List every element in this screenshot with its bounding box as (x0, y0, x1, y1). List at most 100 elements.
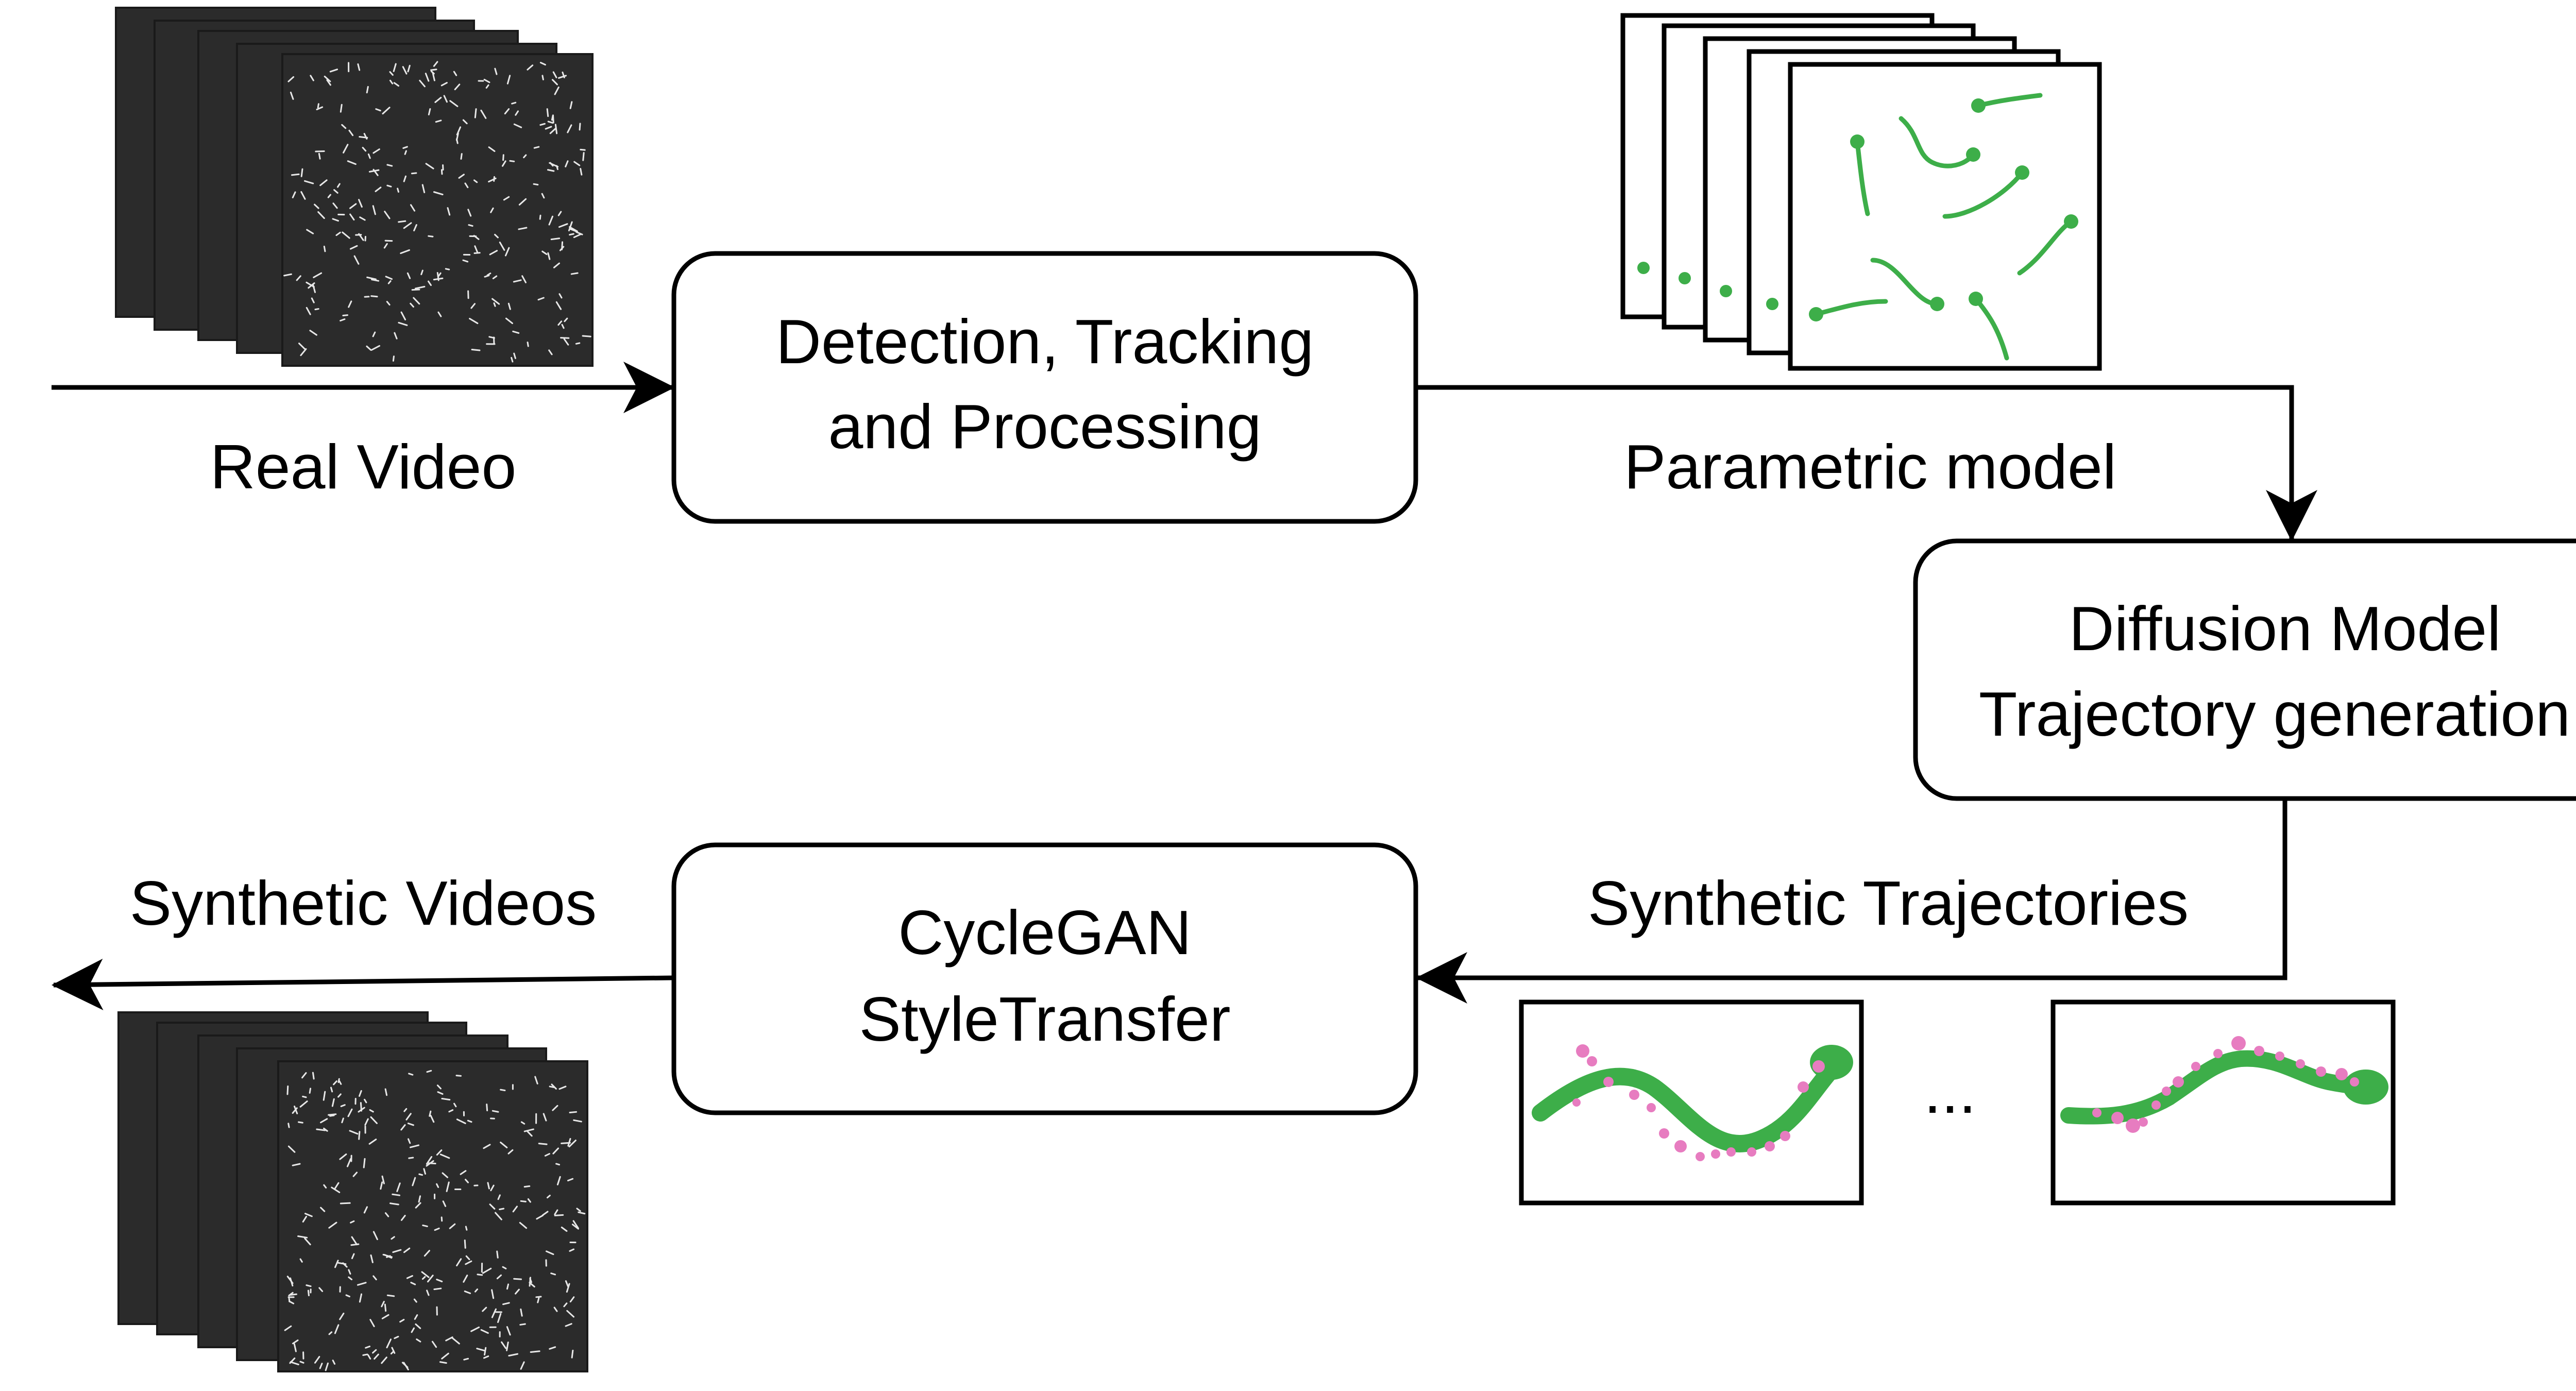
speckle (291, 173, 300, 176)
speckle (392, 1193, 401, 1196)
speckle (337, 1093, 342, 1098)
speckle (571, 1349, 574, 1359)
speckle (497, 1313, 502, 1323)
speckle (547, 169, 555, 172)
speckle (363, 1206, 368, 1214)
speckle (335, 231, 341, 236)
speckle (490, 207, 494, 213)
real-video-speckles (283, 61, 591, 363)
speckle (536, 1214, 544, 1220)
speckle (347, 160, 357, 165)
speckle (403, 1247, 411, 1253)
diffusion-model-box: Diffusion Model Trajectory generation (1913, 538, 2576, 801)
speckle (504, 108, 510, 115)
speckle (580, 167, 583, 176)
speckle (436, 1279, 443, 1282)
speckle (300, 168, 303, 177)
speckle (506, 1283, 510, 1290)
speckle (523, 1128, 534, 1132)
speckle (576, 1208, 581, 1212)
cyclegan-box-line2: StyleTransfer (859, 984, 1231, 1054)
speckle (490, 1184, 495, 1192)
speckle (436, 1149, 443, 1156)
speckle (567, 1178, 574, 1182)
speckle (549, 1346, 556, 1350)
parametric-model-frame-stack (1620, 13, 2102, 371)
speckle (496, 1250, 499, 1259)
speckle (427, 1275, 434, 1283)
speckle (323, 1091, 326, 1101)
speckle (419, 79, 426, 88)
speckle (492, 1110, 499, 1113)
speckle (554, 1209, 558, 1215)
speckle (297, 1235, 308, 1239)
speckle (565, 1323, 572, 1327)
speckle (382, 107, 391, 115)
speckle (441, 1097, 451, 1101)
speckle (467, 1119, 472, 1123)
speckle (375, 186, 382, 192)
speckle (346, 1158, 352, 1167)
speckle (442, 1200, 447, 1207)
speckle (555, 301, 562, 310)
speckle (451, 1337, 460, 1345)
speckle (547, 121, 554, 124)
speckle (370, 295, 378, 298)
speckle (358, 233, 364, 241)
speckle (414, 285, 426, 290)
speckle (572, 1220, 579, 1229)
speckle (519, 1222, 528, 1229)
speckle (351, 1236, 358, 1246)
speckle (384, 211, 391, 219)
speckle (493, 176, 495, 182)
speckle (366, 276, 377, 280)
speckle (293, 1343, 297, 1352)
speckle (413, 224, 417, 232)
speckle (569, 1248, 575, 1252)
speckle (313, 272, 323, 278)
speckle (348, 1269, 351, 1275)
speckle (502, 1302, 510, 1305)
speckle (500, 1141, 508, 1148)
speckle (434, 1227, 440, 1231)
speckle (527, 1130, 533, 1137)
speckle (372, 331, 376, 337)
speckle (573, 1119, 582, 1123)
speckle (533, 146, 540, 149)
speckle (491, 1308, 497, 1318)
speckle (511, 101, 517, 105)
speckle (502, 1266, 507, 1269)
speckle (513, 123, 522, 128)
cyclegan-styletransfer-box: CycleGAN StyleTransfer (671, 842, 1418, 1115)
speckle (491, 1289, 495, 1299)
speckle (431, 1341, 437, 1348)
speckle (368, 169, 380, 173)
synthetic-trajectory-panel-2 (2050, 999, 2396, 1206)
speckle (554, 124, 558, 134)
speckle (314, 308, 319, 311)
speckle (426, 1070, 432, 1073)
speckle (443, 95, 448, 103)
speckle (410, 1281, 416, 1285)
speckle (484, 1347, 487, 1356)
speckle (483, 1144, 491, 1149)
speckle (386, 1255, 391, 1258)
speckle (375, 108, 381, 112)
synthetic-trajectory-panel-1 (1519, 999, 1864, 1206)
speckle (301, 1072, 307, 1079)
speckle (372, 1349, 377, 1354)
speckle (496, 1274, 502, 1280)
speckle (298, 343, 306, 350)
speckle (386, 164, 393, 167)
speckle (539, 123, 546, 126)
speckle (497, 1194, 501, 1200)
speckle (529, 1282, 535, 1288)
speckle (334, 1260, 339, 1268)
speckle (399, 1318, 405, 1323)
speckle (537, 1297, 540, 1303)
speckle (447, 207, 451, 216)
speckle (331, 1186, 341, 1193)
synthetic-videos-label: Synthetic Videos (130, 868, 597, 938)
speckle (345, 1294, 350, 1298)
speckle (413, 1298, 417, 1303)
